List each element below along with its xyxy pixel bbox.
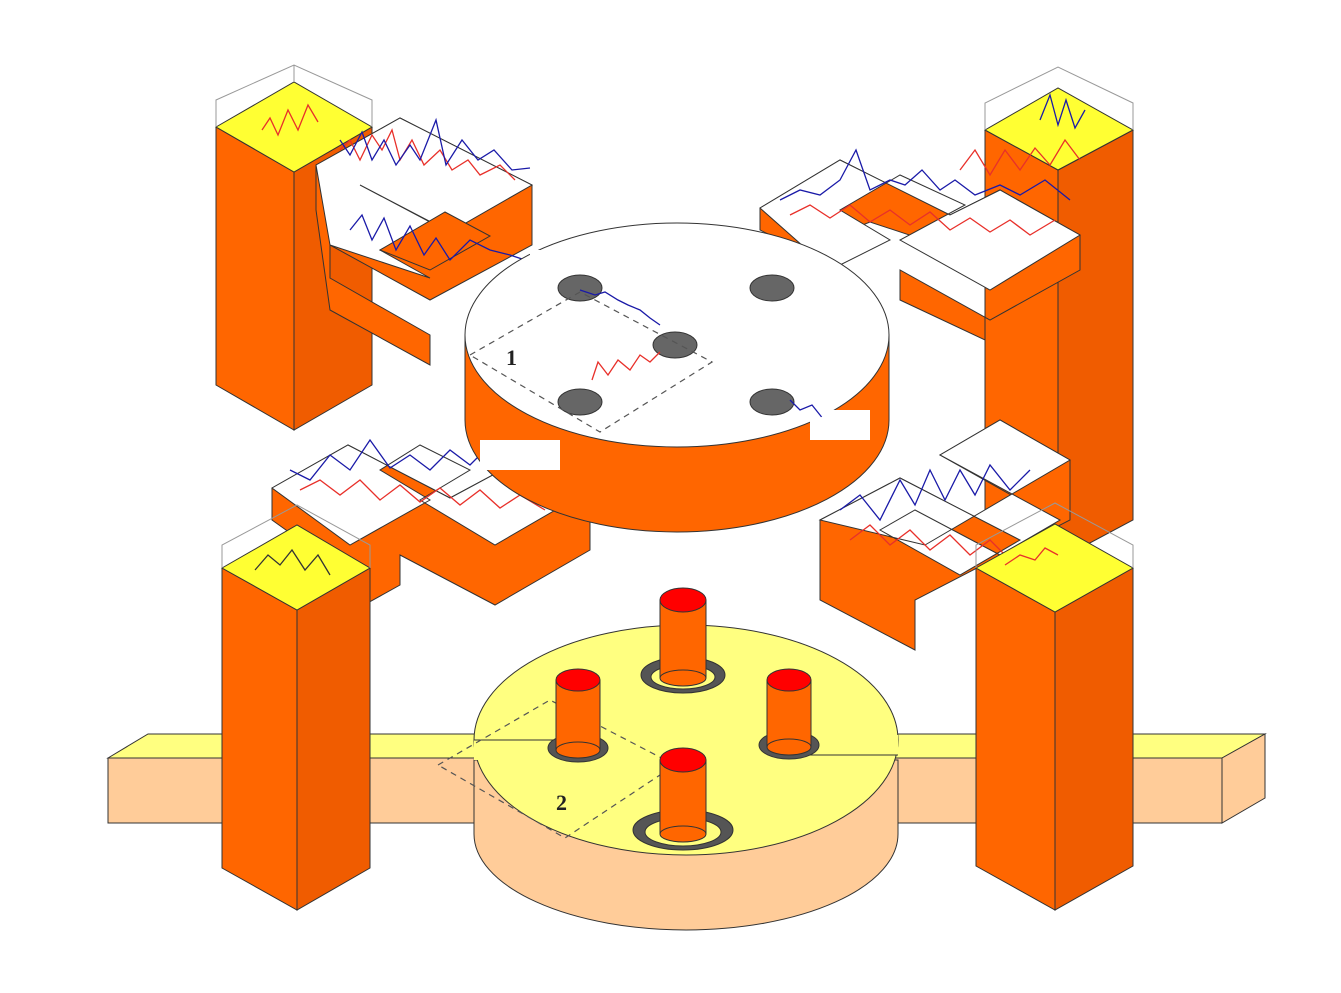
signal-trace-blue	[579, 289, 661, 326]
pillar-cap-red	[766, 668, 812, 692]
signal-trace-dark	[254, 548, 331, 576]
signal-trace-red	[339, 128, 516, 181]
plate-hole	[557, 274, 603, 302]
spring-top-right	[759, 138, 1081, 341]
plate-hole	[652, 331, 698, 359]
post-top-glass	[984, 66, 1134, 130]
bottom-beam-end	[1221, 733, 1266, 824]
pillar-cap-red	[555, 668, 601, 692]
post-front-left	[220, 504, 371, 911]
pillar-cap-red	[659, 747, 707, 773]
plate-hole	[557, 388, 603, 416]
bottom-electrode-layer: 2	[106, 587, 1267, 931]
region-2-outline	[436, 699, 677, 839]
proof-mass-plate: 1	[464, 222, 890, 533]
pillar-bottom-center	[632, 747, 734, 851]
post-top-glass	[221, 504, 371, 568]
signal-trace-blue	[1039, 92, 1086, 130]
post-top-glass	[975, 502, 1134, 568]
signal-trace-red	[591, 351, 661, 381]
plate-hole	[749, 388, 795, 416]
region-2-label: 2	[556, 790, 567, 815]
signal-trace-blue	[339, 117, 531, 171]
plate-hole	[749, 274, 795, 302]
pillar-left	[547, 668, 609, 763]
signal-trace-red	[789, 204, 1056, 236]
signal-trace-blue	[779, 148, 1071, 201]
signal-trace-red	[299, 479, 546, 511]
post-front-right	[974, 502, 1135, 911]
pillar-top-center	[640, 587, 726, 694]
pillar-right	[758, 668, 820, 760]
region-1-label: 1	[506, 345, 517, 370]
signal-trace-red	[959, 138, 1081, 177]
pillar-cap-red	[659, 587, 707, 613]
signal-trace-blue	[839, 463, 1031, 522]
signal-trace-red	[1004, 547, 1059, 566]
spring-top-left	[315, 117, 561, 366]
signal-trace-blue	[349, 213, 561, 276]
region-1-outline	[468, 291, 714, 433]
signal-trace-red	[261, 103, 319, 137]
